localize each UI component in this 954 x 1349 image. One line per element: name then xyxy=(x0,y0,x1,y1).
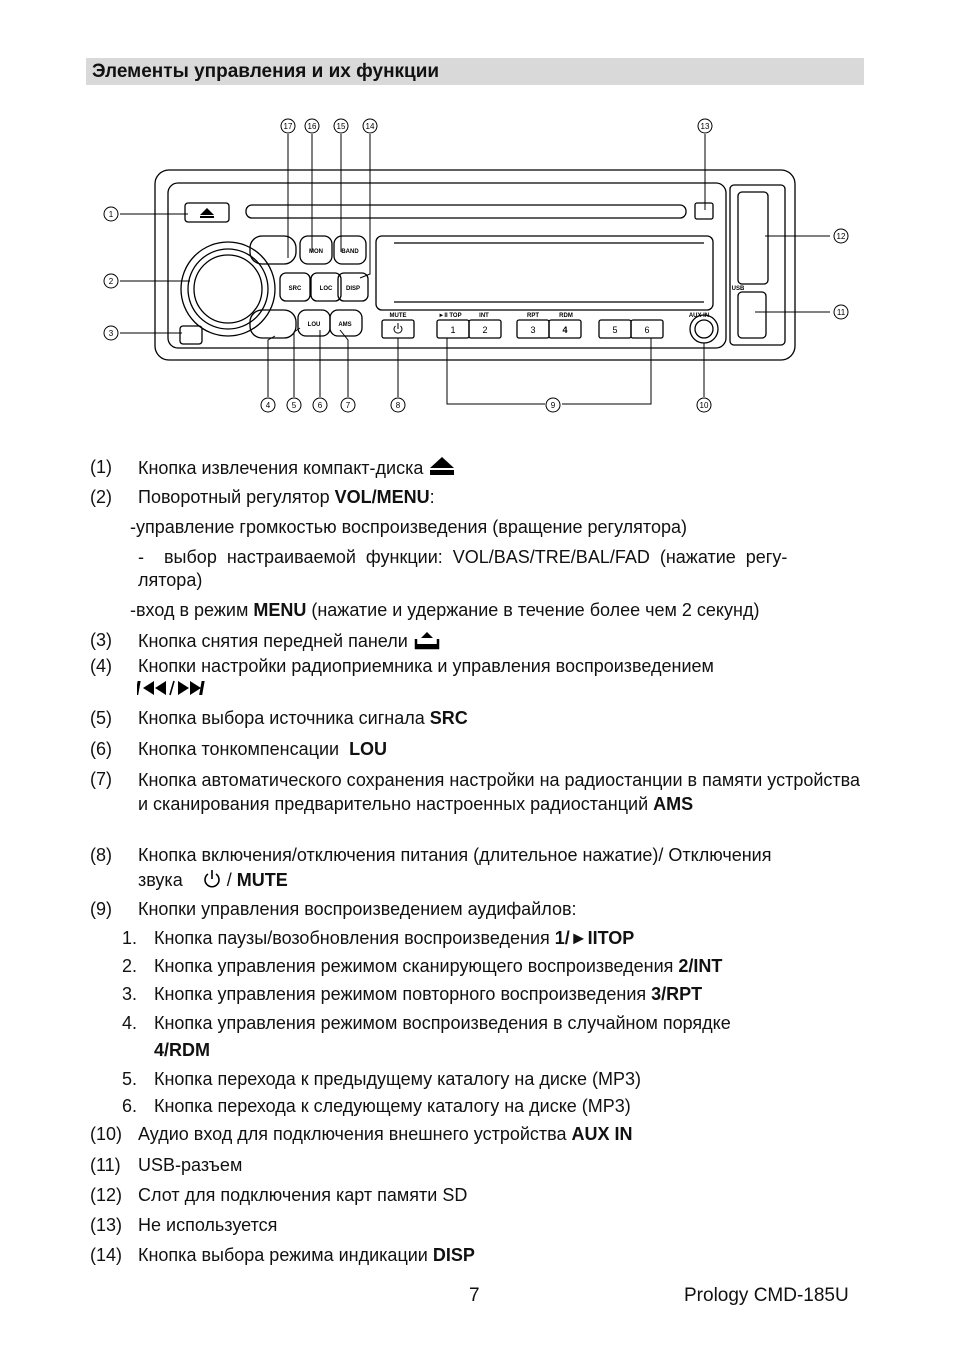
model-name: Prology CMD-185U xyxy=(684,1285,849,1306)
callout-5: 5 xyxy=(292,401,297,410)
callout-15: 15 xyxy=(337,122,346,131)
preset-4: 4 xyxy=(562,325,567,335)
item-2-sub-2-cont: лятора) xyxy=(138,570,203,590)
power-icon xyxy=(203,870,220,888)
callout-16: 16 xyxy=(308,122,317,131)
preset-5: 5 xyxy=(612,325,617,335)
preset-1: 1 xyxy=(450,325,455,335)
callout-9: 9 xyxy=(551,401,556,410)
prev-next-icon xyxy=(137,680,205,696)
callout-2: 2 xyxy=(109,277,114,286)
section-heading: Элементы управления и их функции xyxy=(92,61,440,82)
callout-14: 14 xyxy=(366,122,375,131)
diagram-label-rdm: RDM xyxy=(559,313,573,319)
preset-2: 2 xyxy=(482,325,487,335)
diagram-label-disp: DISP xyxy=(346,286,360,292)
device-diagram: SRC LOC DISP MON BAND LOU AMS MUTE ►II T… xyxy=(103,118,849,413)
preset-6: 6 xyxy=(644,325,649,335)
diagram-label-mute: MUTE xyxy=(390,313,407,319)
page-number: 7 xyxy=(469,1285,480,1306)
callout-12: 12 xyxy=(837,232,846,241)
diagram-label-ams: AMS xyxy=(338,322,351,328)
item-2-sub-3: -вход в режим MENU (нажатие и удержание … xyxy=(130,600,760,620)
diagram-label-band: BAND xyxy=(341,249,359,255)
callout-11: 11 xyxy=(837,308,846,317)
section-heading-bar: Элементы управления и их функции xyxy=(86,58,864,85)
callout-4: 4 xyxy=(266,401,271,410)
diagram-label-mon: MON xyxy=(309,249,323,255)
diagram-label-aux: AUX IN xyxy=(689,313,709,319)
panel-release-icon xyxy=(414,632,440,650)
diagram-label-src: SRC xyxy=(289,286,302,292)
callout-7: 7 xyxy=(346,401,351,410)
item-2-sub-2: - выбор настраиваемой функции: VOL/BAS/T… xyxy=(138,547,788,567)
item-2-sub-1: -управление громкостью воспроизведения (… xyxy=(130,517,687,537)
callout-13: 13 xyxy=(701,122,710,131)
item-9-sub-4-cont: 4/RDM xyxy=(154,1040,211,1060)
diagram-label-usb: USB xyxy=(732,286,745,292)
callout-8: 8 xyxy=(396,401,401,410)
eject-icon xyxy=(430,457,455,475)
diagram-label-loc: LOC xyxy=(320,286,333,292)
callout-6: 6 xyxy=(318,401,323,410)
diagram-label-lou: LOU xyxy=(308,322,321,328)
preset-3: 3 xyxy=(530,325,535,335)
item-8-cont: звука / MUTE xyxy=(138,870,288,890)
callout-3: 3 xyxy=(109,329,114,338)
callout-10: 10 xyxy=(700,401,709,410)
diagram-label-int: INT xyxy=(479,313,489,319)
diagram-label-top: ►II TOP xyxy=(438,313,461,319)
callout-17: 17 xyxy=(284,122,293,131)
callout-1: 1 xyxy=(109,210,114,219)
diagram-label-rpt: RPT xyxy=(527,313,539,319)
